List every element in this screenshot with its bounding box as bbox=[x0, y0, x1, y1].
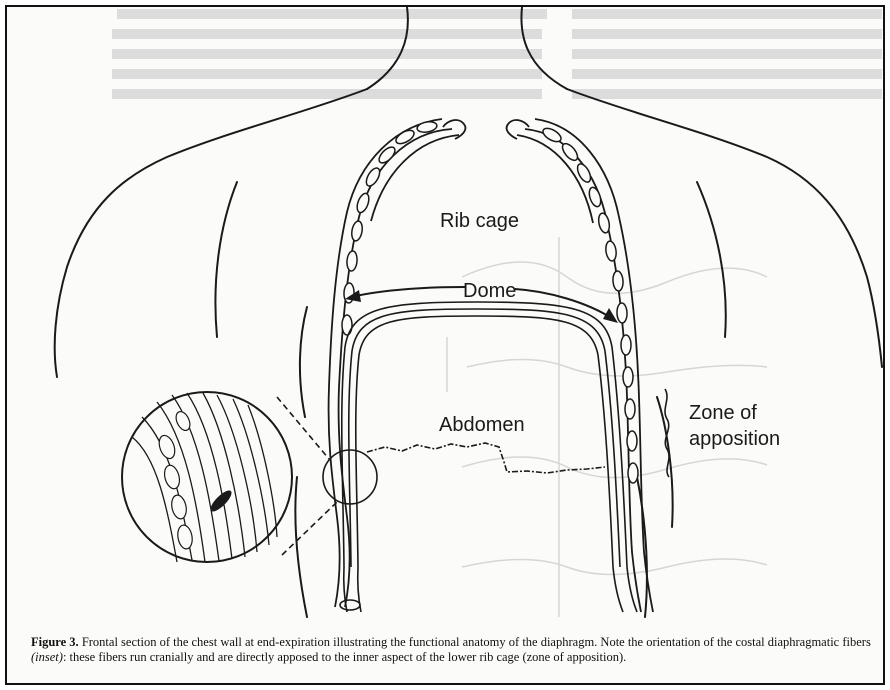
right-rib-segments bbox=[541, 126, 638, 483]
right-rib-wall bbox=[517, 119, 653, 612]
label-zone-of: Zone of bbox=[689, 402, 757, 424]
right-arrowhead bbox=[603, 308, 618, 323]
inset-circle bbox=[122, 392, 292, 562]
figure-caption: Figure 3. Frontal section of the chest w… bbox=[31, 635, 883, 665]
label-apposition: apposition bbox=[689, 428, 780, 450]
label-rib-cage: Rib cage bbox=[440, 210, 519, 232]
label-abdomen: Abdomen bbox=[439, 414, 525, 436]
caption-inset-word: (inset) bbox=[31, 650, 63, 664]
caption-figure-label: Figure 3. bbox=[31, 635, 79, 649]
bleed-through-text bbox=[112, 9, 882, 99]
label-dome: Dome bbox=[463, 280, 516, 302]
caption-text-2: : these fibers run cranially and are dir… bbox=[63, 650, 626, 664]
caption-text-1: Frontal section of the chest wall at end… bbox=[79, 635, 871, 649]
figure-frame: Rib cage Dome Abdomen Zone of apposition… bbox=[5, 5, 885, 685]
left-rib-wall bbox=[329, 119, 459, 607]
chest-diagram: Rib cage Dome Abdomen Zone of apposition bbox=[7, 7, 885, 627]
